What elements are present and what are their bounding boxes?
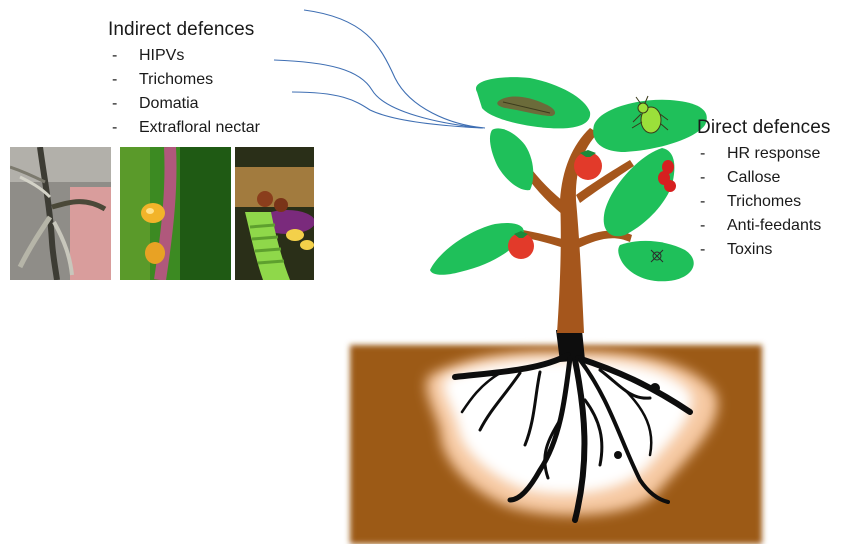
volatile-line-2 — [274, 60, 483, 128]
leaf-right-tall — [604, 148, 675, 236]
toxin-skull-icon — [651, 250, 663, 262]
volatile-signal-lines — [274, 10, 485, 128]
soil — [350, 345, 762, 544]
direct-item-toxins: Toxins — [700, 238, 821, 262]
leaf-right-lower — [618, 241, 693, 281]
volatile-line-1 — [304, 10, 485, 128]
leaf-left-upper — [490, 128, 533, 190]
indirect-item-hipvs: HIPVs — [112, 44, 260, 68]
indirect-defences-title: Indirect defences — [108, 19, 254, 41]
direct-item-hr-response: HR response — [700, 142, 821, 166]
indirect-defences-list: HIPVs Trichomes Domatia Extrafloral nect… — [112, 44, 260, 140]
direct-defences-title: Direct defences — [697, 117, 831, 139]
direct-defences-list: HR response Callose Trichomes Anti-feeda… — [700, 142, 821, 262]
indirect-item-domatia: Domatia — [112, 92, 260, 116]
direct-item-anti-feedants: Anti-feedants — [700, 214, 821, 238]
volatile-line-3 — [292, 92, 482, 128]
extrafloral-nectar-photo — [120, 147, 231, 280]
ant-on-caterpillar-photo — [235, 147, 314, 280]
indirect-item-extrafloral-nectar: Extrafloral nectar — [112, 116, 260, 140]
indirect-item-trichomes: Trichomes — [112, 68, 260, 92]
direct-item-callose: Callose — [700, 166, 821, 190]
trichomes-photo — [10, 147, 111, 280]
direct-item-trichomes: Trichomes — [700, 190, 821, 214]
